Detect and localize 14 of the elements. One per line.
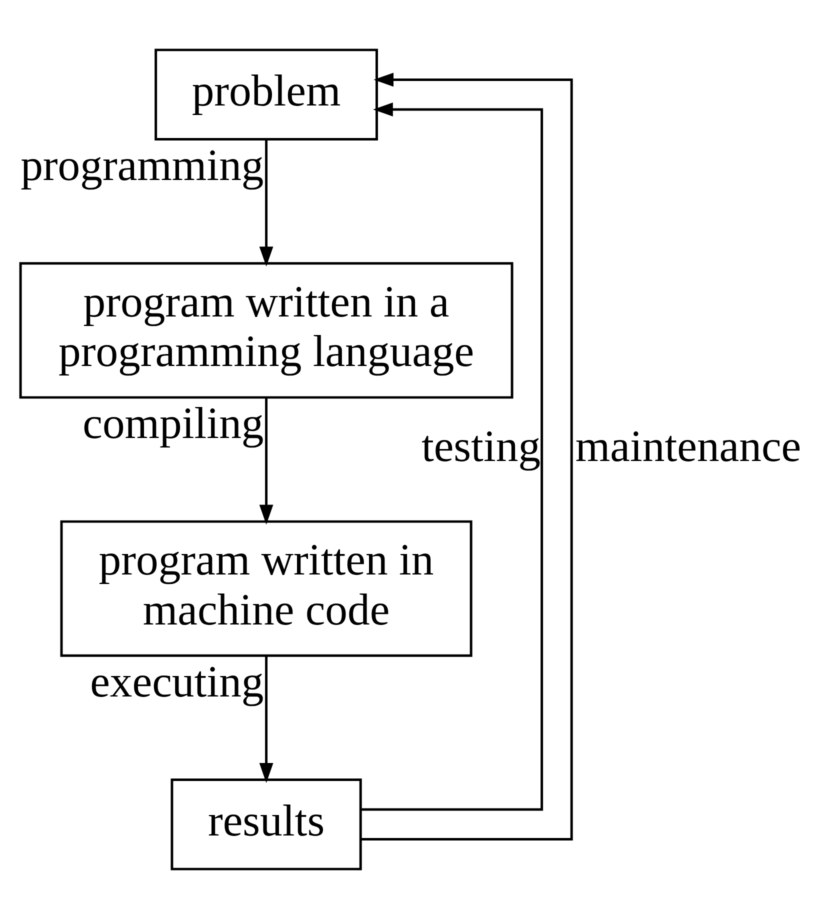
arrow — [361, 102, 544, 810]
edge-label: compiling — [82, 397, 264, 448]
edge-label: maintenance — [575, 420, 802, 471]
edge-label: executing — [90, 656, 264, 706]
node-box: results — [170, 778, 362, 870]
node-box: program written in machine code — [60, 520, 472, 656]
arrow — [259, 140, 274, 266]
node-box: program written in a programming language — [19, 262, 514, 398]
edge-label: programming — [20, 140, 264, 190]
node-box: problem — [154, 48, 378, 140]
arrow — [259, 397, 274, 524]
arrow — [259, 656, 274, 782]
arrow — [361, 72, 573, 840]
edge-label: testing — [421, 420, 541, 470]
